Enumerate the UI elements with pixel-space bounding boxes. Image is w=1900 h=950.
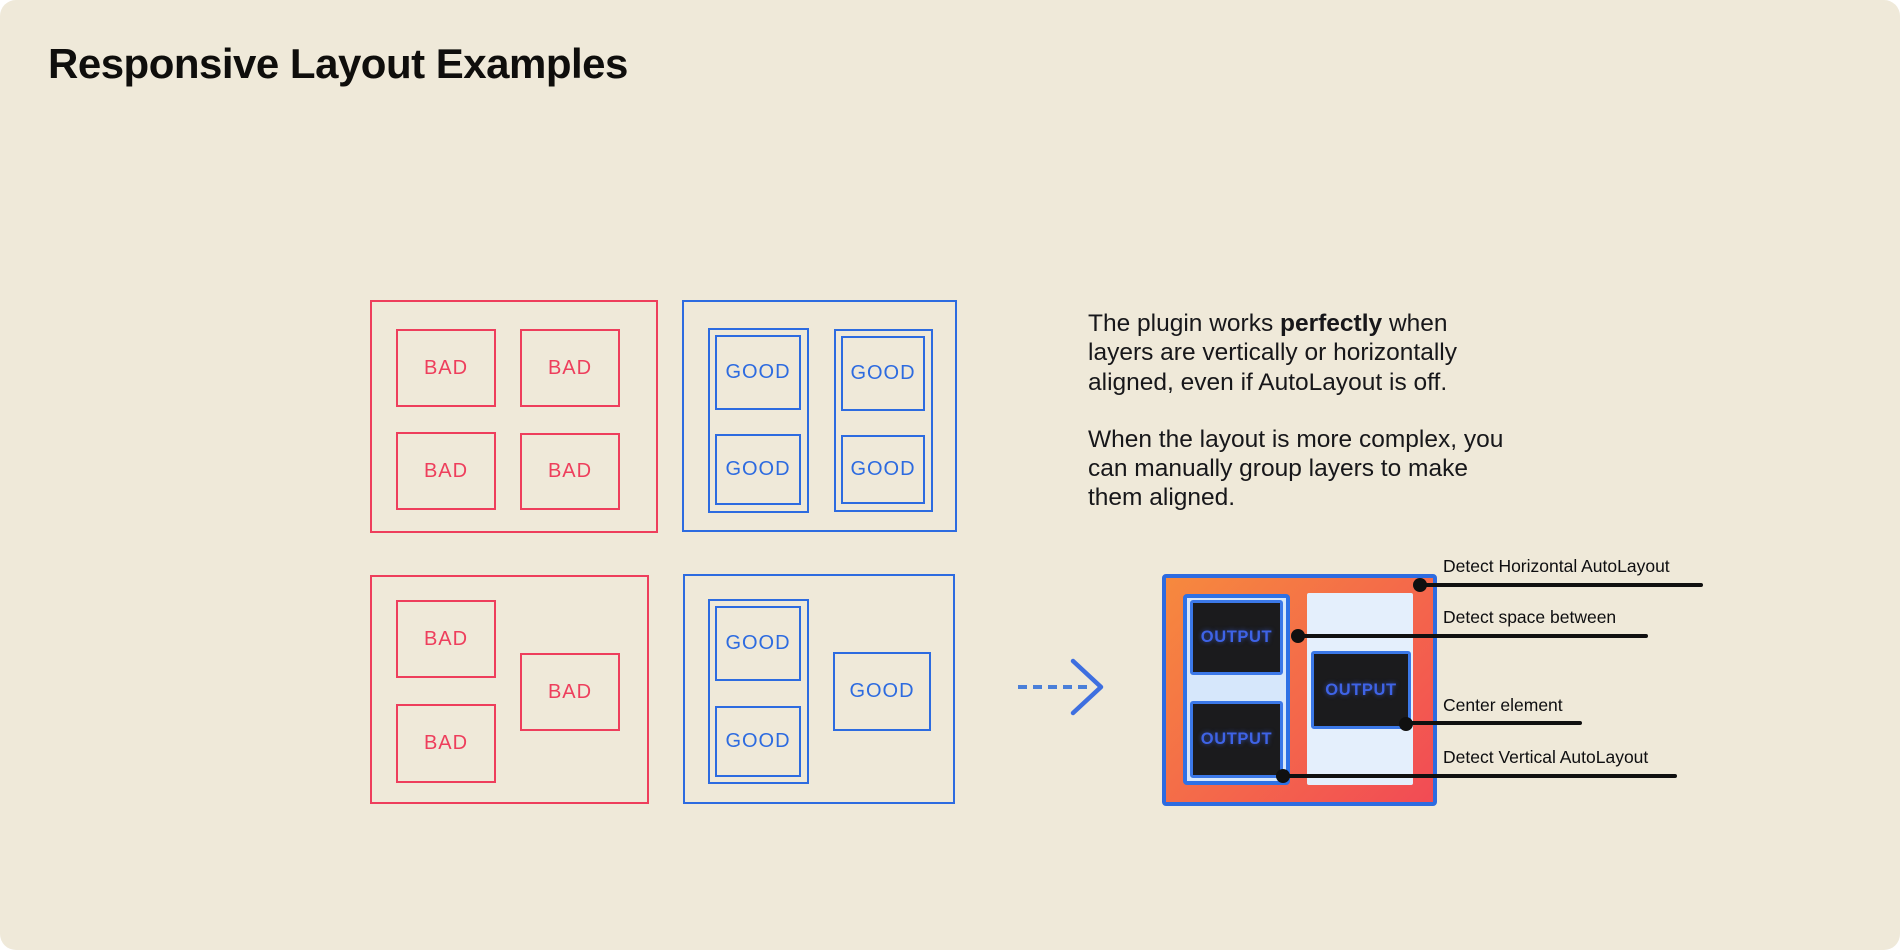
annotation-label-center-element: Center element — [1443, 695, 1563, 715]
bad-box-label: BAD — [547, 356, 593, 379]
bad-box-label: BAD — [547, 680, 593, 703]
output-box-label: OUTPUT — [1200, 628, 1273, 646]
description-line: aligned, even if AutoLayout is off. — [1088, 368, 1448, 396]
annotation-line — [1406, 721, 1582, 725]
output-box-label: OUTPUT — [1325, 680, 1397, 699]
arrow-right-icon — [1018, 658, 1104, 716]
description-line: layers are vertically or horizontally — [1088, 339, 1457, 367]
bad-box: BAD — [396, 600, 496, 678]
bold-text: perfectly — [1280, 310, 1383, 337]
text-run: The plugin works — [1088, 310, 1281, 337]
annotation-label-detect-space-between: Detect space between — [1443, 607, 1617, 627]
annotation-line — [1283, 774, 1677, 778]
text-run: when — [1382, 310, 1448, 337]
page-title: Responsive Layout Examples — [48, 40, 628, 87]
description-paragraph-1: The plugin works perfectly when layers a… — [1088, 309, 1588, 397]
output-illustration: OUTPUT OUTPUT OUTPUT — [1162, 574, 1437, 806]
good-column-group: GOOD GOOD — [834, 329, 933, 512]
bad-box-label: BAD — [423, 356, 469, 379]
good-group-aligned: GOOD GOOD GOOD GOOD — [682, 300, 957, 532]
description-line: When the layout is more complex, you — [1088, 425, 1504, 453]
good-column-group: GOOD GOOD — [708, 599, 809, 784]
good-box: GOOD — [715, 706, 801, 777]
description-paragraph-2: When the layout is more complex, you can… — [1088, 425, 1588, 513]
bad-box: BAD — [520, 653, 620, 731]
good-box: GOOD — [715, 335, 801, 410]
good-box-label: GOOD — [850, 362, 916, 384]
good-box-label: GOOD — [849, 680, 915, 702]
annotation-line — [1417, 583, 1703, 587]
good-box: GOOD — [841, 336, 925, 411]
good-box: GOOD — [833, 652, 931, 731]
description-line: The plugin works perfectly when — [1088, 309, 1588, 338]
bad-box: BAD — [520, 433, 620, 510]
output-box-label: OUTPUT — [1200, 730, 1273, 748]
good-group-complex: GOOD GOOD GOOD — [683, 574, 955, 804]
description-line: can manually group layers to make — [1088, 455, 1468, 483]
bad-box: BAD — [520, 329, 620, 407]
output-group-left: OUTPUT OUTPUT — [1183, 594, 1290, 785]
good-box: GOOD — [715, 606, 801, 681]
output-box: OUTPUT — [1190, 600, 1283, 675]
bad-box-label: BAD — [423, 732, 469, 754]
annotation-line — [1298, 634, 1648, 638]
good-box: GOOD — [841, 435, 925, 504]
good-box: GOOD — [715, 434, 801, 505]
bad-box-label: BAD — [423, 459, 469, 482]
description-text: The plugin works perfectly when layers a… — [1088, 309, 1588, 513]
output-box: OUTPUT — [1190, 701, 1283, 778]
annotation-label-detect-horizontal-autolayout: Detect Horizontal AutoLayout — [1443, 556, 1670, 576]
good-box-label: GOOD — [725, 632, 791, 654]
good-box-label: GOOD — [725, 458, 791, 480]
bad-box: BAD — [396, 432, 496, 510]
bad-box: BAD — [396, 329, 496, 407]
bad-group-aligned: BAD BAD BAD BAD — [370, 300, 658, 533]
good-box-label: GOOD — [725, 361, 791, 383]
bad-box: BAD — [396, 704, 496, 783]
bad-box-label: BAD — [547, 460, 593, 482]
output-box-center: OUTPUT — [1311, 651, 1411, 729]
bad-box-label: BAD — [423, 627, 469, 650]
good-box-label: GOOD — [725, 730, 791, 752]
description-line: them aligned. — [1088, 484, 1236, 512]
annotation-label-detect-vertical-autolayout: Detect Vertical AutoLayout — [1443, 747, 1649, 767]
bad-group-scattered: BAD BAD BAD — [370, 575, 649, 804]
good-column-group: GOOD GOOD — [708, 328, 809, 513]
good-box-label: GOOD — [850, 458, 916, 480]
